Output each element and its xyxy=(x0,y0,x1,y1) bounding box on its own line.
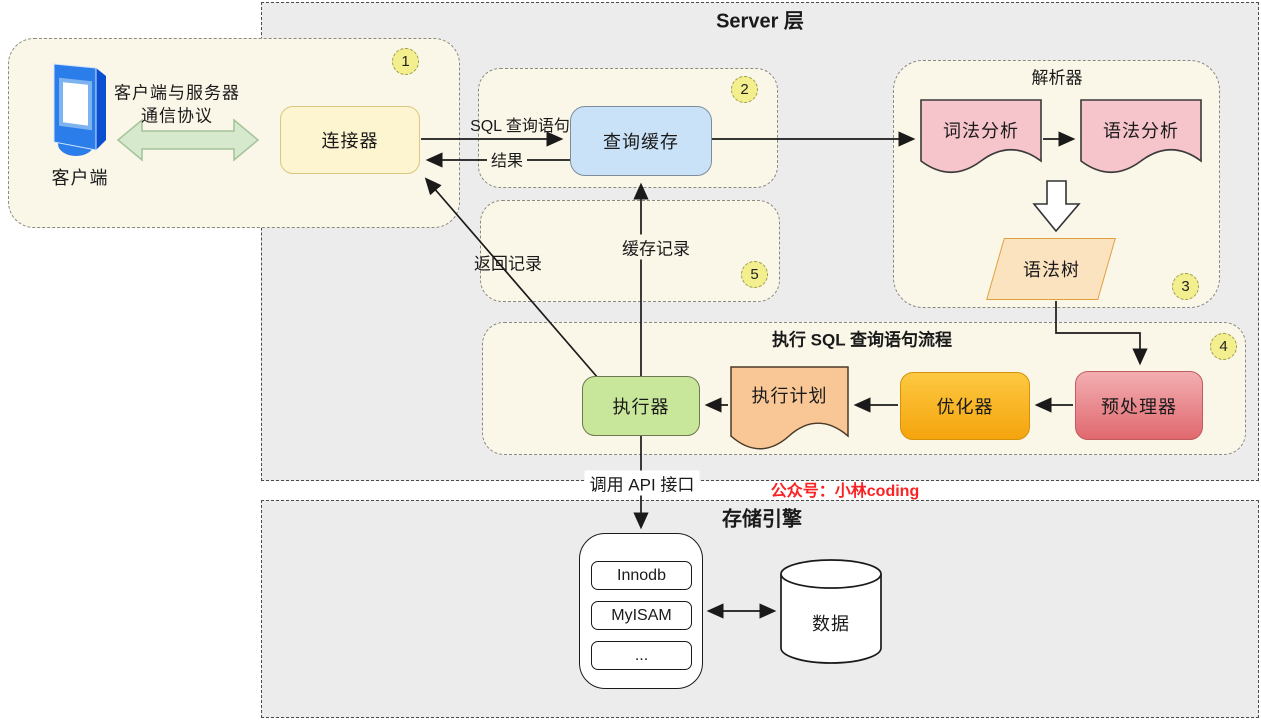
execute-flow-title: 执行 SQL 查询语句流程 xyxy=(771,330,953,350)
connector-label: 连接器 xyxy=(321,131,379,151)
connector-node: 连接器 xyxy=(280,106,420,174)
lexical-analysis-doc: 词法分析 xyxy=(920,99,1042,181)
badge-4: 4 xyxy=(1210,333,1237,360)
optimizer-label: 优化器 xyxy=(936,397,994,417)
query-cache-node: 查询缓存 xyxy=(570,106,712,176)
execution-plan-doc: 执行计划 xyxy=(730,366,849,456)
query-cache-label: 查询缓存 xyxy=(603,132,679,152)
engine-label-myisam: MyISAM xyxy=(611,606,672,624)
badge-2-number: 2 xyxy=(740,81,749,98)
engine-item-myisam: MyISAM xyxy=(591,601,692,630)
optimizer-node: 优化器 xyxy=(900,372,1030,440)
client-label: 客户端 xyxy=(51,168,109,188)
badge-5-number: 5 xyxy=(750,266,759,283)
data-cylinder: 数据 xyxy=(780,558,882,664)
syntax-tree-node: 语法树 xyxy=(986,238,1116,300)
preprocessor-node: 预处理器 xyxy=(1075,371,1203,440)
badge-1: 1 xyxy=(392,48,419,75)
protocol-label-line2: 通信协议 xyxy=(141,106,213,126)
edge-tree-to-preprocessor xyxy=(1055,301,1148,366)
protocol-label-line1: 客户端与服务器 xyxy=(114,83,240,103)
sql-query-label: SQL 查询语句 xyxy=(470,118,570,135)
data-cylinder-label: 数据 xyxy=(812,614,850,634)
hollow-down-arrow xyxy=(1032,180,1081,233)
parser-title: 解析器 xyxy=(1031,68,1083,88)
computer-monitor-icon xyxy=(53,63,106,156)
cache-record-label: 缓存记录 xyxy=(617,234,695,260)
lexical-analysis-label: 词法分析 xyxy=(943,121,1019,141)
return-record-label: 返回记录 xyxy=(474,254,542,274)
preprocessor-label: 预处理器 xyxy=(1101,396,1177,417)
execution-plan-label: 执行计划 xyxy=(751,386,828,406)
badge-3-number: 3 xyxy=(1181,278,1190,295)
badge-3: 3 xyxy=(1172,273,1199,300)
engine-label-other: ... xyxy=(634,646,649,664)
badge-4-number: 4 xyxy=(1219,338,1228,355)
watermark: 公众号：小林coding xyxy=(770,483,920,500)
engine-label-innodb: Innodb xyxy=(617,566,666,584)
syntax-analysis-doc: 语法分析 xyxy=(1080,99,1202,181)
engine-list: Innodb MyISAM ... xyxy=(579,533,703,689)
syntax-tree-label: 语法树 xyxy=(1022,260,1080,280)
executor-label: 执行器 xyxy=(612,397,670,417)
protocol-double-arrow xyxy=(116,118,260,162)
edge-return-record xyxy=(424,177,599,379)
engine-item-other: ... xyxy=(591,641,692,670)
storage-layer-title: 存储引擎 xyxy=(722,508,802,531)
badge-2: 2 xyxy=(731,76,758,103)
executor-node: 执行器 xyxy=(582,376,700,436)
result-label: 结果 xyxy=(486,147,528,171)
badge-5: 5 xyxy=(741,261,768,288)
engine-item-innodb: Innodb xyxy=(591,561,692,590)
call-api-label: 调用 API 接口 xyxy=(584,470,700,496)
badge-1-number: 1 xyxy=(401,53,410,70)
syntax-analysis-label: 语法分析 xyxy=(1103,121,1179,141)
server-layer-title: Server 层 xyxy=(716,10,804,33)
